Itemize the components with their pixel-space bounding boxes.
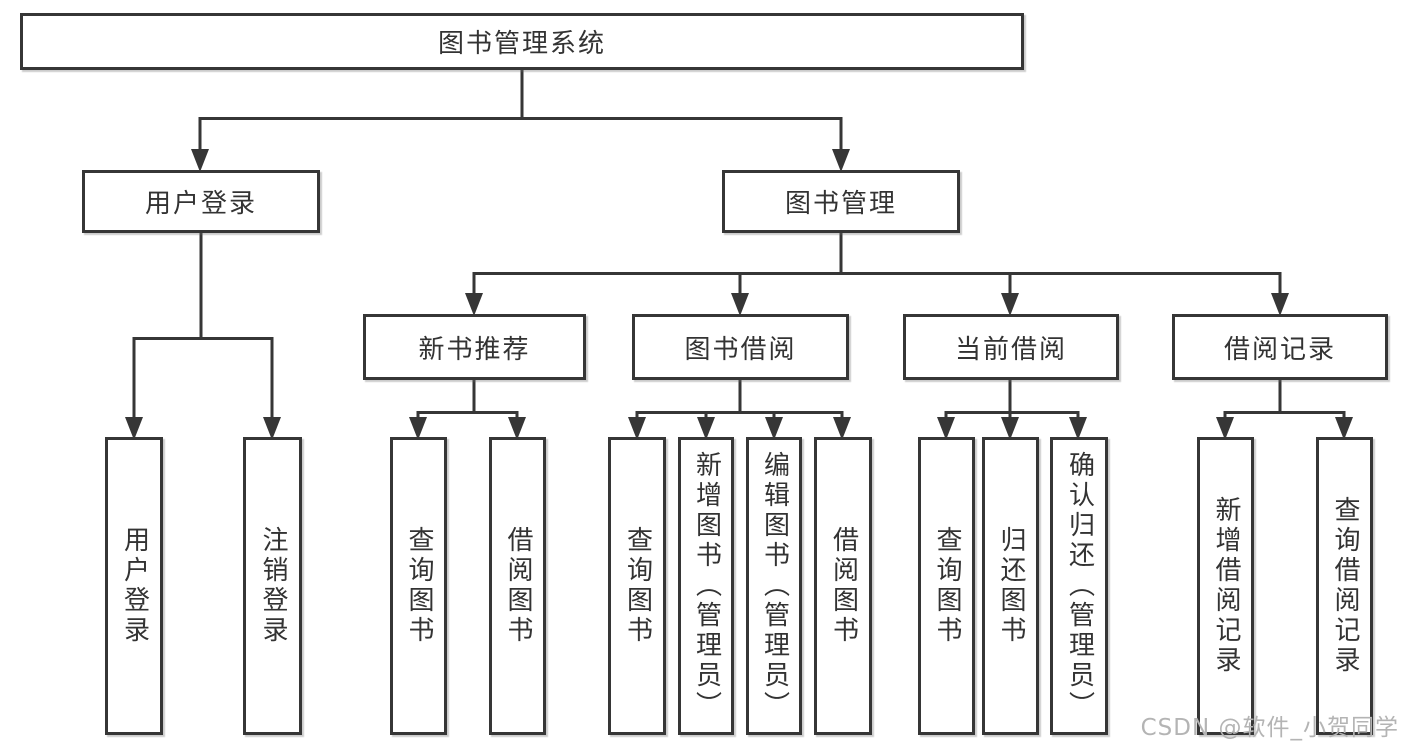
leaf-borrow-books: 借阅图书 xyxy=(814,437,872,735)
leaf-edit-books-admin: 编辑图书（管理员） xyxy=(746,437,802,735)
leaf-label: 注销登录 xyxy=(258,526,289,646)
node-label: 新书推荐 xyxy=(418,334,531,365)
node-book-management: 图书管理 xyxy=(722,170,960,233)
node-book-borrow: 图书借阅 xyxy=(632,314,849,380)
leaf-label: 新增借阅记录 xyxy=(1211,496,1242,676)
arrowhead-icons xyxy=(125,149,1353,440)
leaf-query-books-borrow: 查询图书 xyxy=(608,437,666,735)
leaf-label: 借阅图书 xyxy=(503,526,534,646)
node-label: 当前借阅 xyxy=(954,334,1067,365)
leaf-borrow-books-recommend: 借阅图书 xyxy=(489,437,546,735)
leaf-label: 查询图书 xyxy=(932,526,963,646)
leaf-query-borrow-record: 查询借阅记录 xyxy=(1316,437,1373,735)
node-label: 图书管理系统 xyxy=(437,29,606,59)
leaf-label: 用户登录 xyxy=(119,526,150,646)
node-new-book-recommend: 新书推荐 xyxy=(363,314,586,380)
node-label: 用户登录 xyxy=(144,189,257,219)
csdn-watermark: CSDN @软件_小贺同学 xyxy=(1140,715,1399,741)
connector-lines xyxy=(132,69,1346,419)
leaf-user-login: 用户登录 xyxy=(105,437,163,735)
node-borrow-records: 借阅记录 xyxy=(1172,314,1388,380)
node-label: 借阅记录 xyxy=(1223,334,1336,365)
leaf-add-borrow-record: 新增借阅记录 xyxy=(1197,437,1254,735)
leaf-label: 确认归还（管理员） xyxy=(1064,451,1095,721)
leaf-label: 新增图书（管理员） xyxy=(691,451,722,721)
node-root-system: 图书管理系统 xyxy=(20,13,1024,70)
leaf-confirm-return-admin: 确认归还（管理员） xyxy=(1050,437,1108,735)
leaf-label: 编辑图书（管理员） xyxy=(759,451,790,721)
leaf-return-books: 归还图书 xyxy=(982,437,1039,735)
node-label: 图书管理 xyxy=(784,189,897,219)
leaf-add-books-admin: 新增图书（管理员） xyxy=(678,437,734,735)
leaf-query-books-current: 查询图书 xyxy=(918,437,975,735)
node-label: 图书借阅 xyxy=(684,334,797,365)
leaf-logout: 注销登录 xyxy=(243,437,302,735)
leaf-label: 查询图书 xyxy=(404,526,435,646)
leaf-label: 借阅图书 xyxy=(828,526,859,646)
node-user-login: 用户登录 xyxy=(82,170,320,233)
leaf-query-books-recommend: 查询图书 xyxy=(390,437,447,735)
leaf-label: 归还图书 xyxy=(996,526,1027,646)
leaf-label: 查询图书 xyxy=(622,526,653,646)
leaf-label: 查询借阅记录 xyxy=(1330,496,1361,676)
node-current-borrow: 当前借阅 xyxy=(903,314,1119,380)
